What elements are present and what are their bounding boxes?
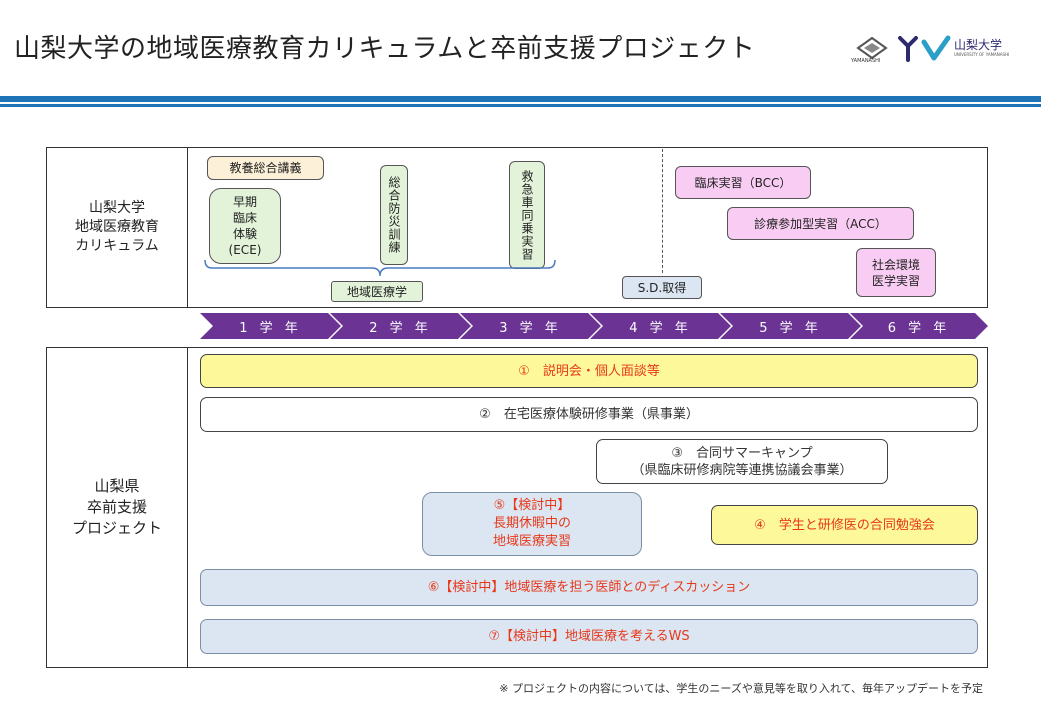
- ece-box: 早期 臨床 体験 (ECE): [209, 188, 281, 264]
- community-medicine-box: 地域医療学: [331, 281, 423, 302]
- year-arrow-3: 3 学 年: [460, 313, 601, 339]
- header-band-thick: [0, 96, 1041, 102]
- projects-divider: [187, 347, 188, 668]
- prefecture-logo-caption: YAMANASHI: [851, 58, 881, 64]
- yamanashi-prefecture-logo: YAMANASHI: [851, 36, 889, 66]
- year-arrow-5: 5 学 年: [720, 313, 861, 339]
- project-7-box: ⑦【検討中】地域医療を考えるWS: [200, 619, 978, 654]
- sd-box: S.D.取得: [622, 276, 702, 299]
- year4-dashed-separator: [662, 149, 663, 273]
- social-env-box: 社会環境 医学実習: [856, 248, 936, 297]
- university-emblem-icon: [898, 35, 951, 62]
- project-2-box: ② 在宅医療体験研修事業（県事業）: [200, 397, 978, 432]
- disaster-training-box: 総合防災訓練: [380, 165, 408, 265]
- projects-label: 山梨県 卒前支援 プロジェクト: [71, 477, 162, 537]
- year-arrow-4: 4 学 年: [590, 313, 731, 339]
- university-of-yamanashi-logo: 山梨大学 UNIVERSITY OF YAMANASHI: [896, 34, 1016, 66]
- ambulance-ride-box: 救急車同乗実習: [509, 161, 545, 269]
- prefecture-emblem-icon: [856, 36, 888, 60]
- general-lecture-box: 教養総合講義: [207, 156, 324, 180]
- bcc-box: 臨床実習（BCC）: [675, 166, 811, 199]
- project-3-box: ③ 合同サマーキャンプ （県臨床研修病院等連携協議会事業）: [596, 439, 888, 484]
- project-6-box: ⑥【検討中】地域医療を担う医師とのディスカッション: [200, 569, 978, 606]
- community-medicine-bracket: [204, 259, 556, 277]
- curriculum-divider: [187, 147, 188, 308]
- project-4-box: ④ 学生と研修医の合同勉強会: [711, 505, 978, 545]
- university-logo-text: 山梨大学: [954, 38, 1003, 52]
- year-arrow-2: 2 学 年: [330, 313, 471, 339]
- footnote: ※ プロジェクトの内容については、学生のニーズや意見等を取り入れて、毎年アップデ…: [499, 682, 983, 695]
- header-band-thin: [0, 104, 1041, 107]
- project-5-box: ⑤【検討中】 長期休暇中の 地域医療実習: [422, 492, 642, 556]
- page-title: 山梨大学の地域医療教育カリキュラムと卒前支援プロジェクト: [14, 34, 756, 64]
- university-logo-caption: UNIVERSITY OF YAMANASHI: [954, 52, 1010, 57]
- year-arrow-6: 6 学 年: [850, 313, 988, 339]
- project-1-box: ① 説明会・個人面談等: [200, 354, 978, 388]
- acc-box: 診療参加型実習（ACC）: [727, 207, 914, 240]
- curriculum-label: 山梨大学 地域医療教育 カリキュラム: [75, 200, 159, 254]
- year-arrow-1: 1 学 年: [200, 313, 341, 339]
